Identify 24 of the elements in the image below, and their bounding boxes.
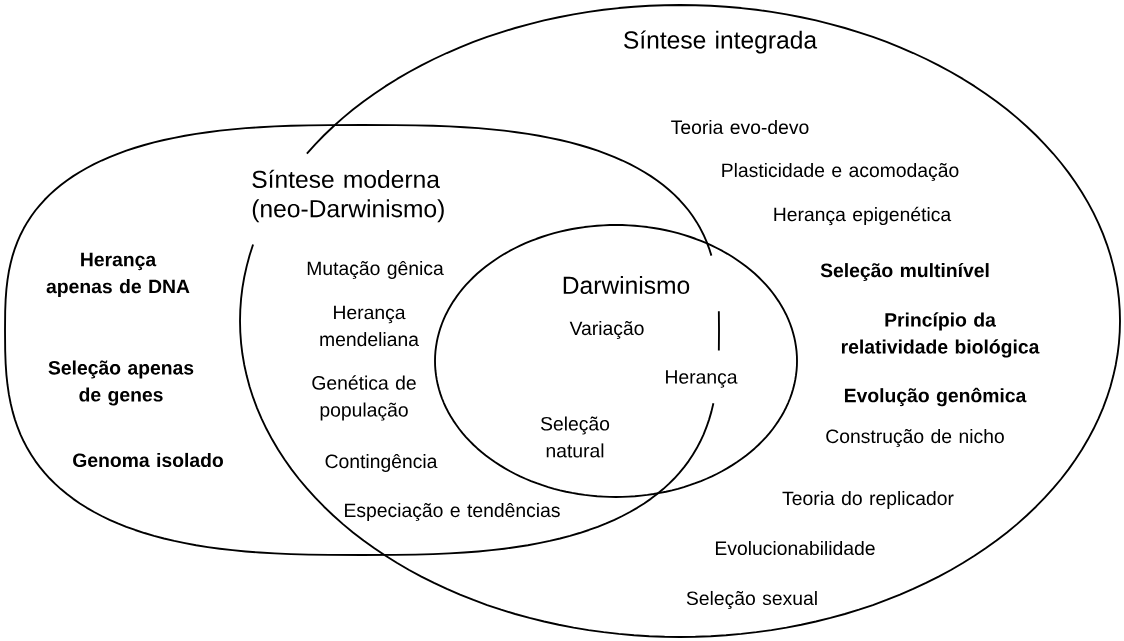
concept-label: Teoria do replicador [782,491,954,509]
set-heading: Síntese moderna (neo-Darwinismo) [252,169,444,223]
concept-label: Genoma isolado [73,452,223,468]
concept-label: Construção de nicho [826,428,1004,448]
set-heading: Síntese integrada [624,30,818,54]
concept-label: Herança [666,370,738,388]
concept-label: Evolucionabilidade [716,540,875,556]
concept-label: Seleção natural [540,416,610,458]
concept-label: Herança apenas de DNA [46,252,190,298]
concept-label: Seleção multinível [820,262,989,282]
set-heading: Darwinismo [563,275,690,294]
concept-label: Princípio da relatividade biológica [841,312,1040,358]
concept-label: Herança epigenética [774,206,952,226]
concept-label: Seleção apenas de genes [48,360,194,406]
concept-label: Herança mendeliana [320,305,419,347]
concept-label: Contingência [325,453,438,472]
concept-label: Especiação e tendências [345,502,560,522]
concept-label: Teoria evo-devo [671,119,809,135]
concept-label: Plasticidade e acomodação [722,162,959,182]
concept-label: Genética de população [312,375,416,421]
concept-label: Mutação gênica [307,260,444,280]
concept-label: Evolução genômica [845,387,1027,407]
concept-label: Seleção sexual [686,590,817,610]
concept-label: Variação [569,320,644,340]
